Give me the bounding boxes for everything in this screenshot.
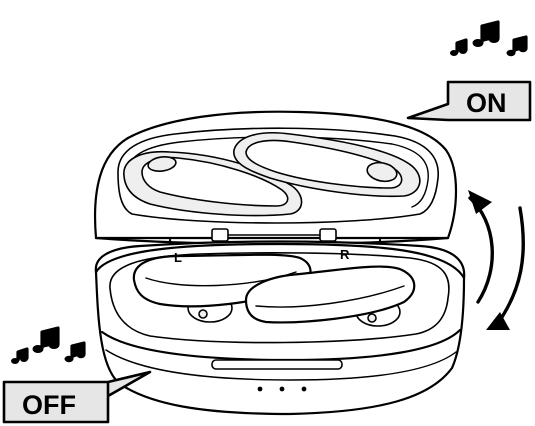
music-notes-icon (450, 22, 528, 56)
on-callout: ON (408, 82, 530, 120)
indicator-dot (280, 387, 285, 392)
right-earbud-marker: R (340, 247, 350, 262)
on-label: ON (466, 88, 507, 118)
open-close-arrows-icon (468, 190, 523, 330)
off-label: OFF (22, 390, 76, 420)
indicator-dot (302, 387, 307, 392)
case-lid (95, 112, 456, 244)
music-notes-icon (11, 328, 86, 364)
off-callout: OFF (4, 372, 150, 422)
indicator-dot (258, 387, 263, 392)
left-earbud-marker: L (174, 250, 182, 265)
